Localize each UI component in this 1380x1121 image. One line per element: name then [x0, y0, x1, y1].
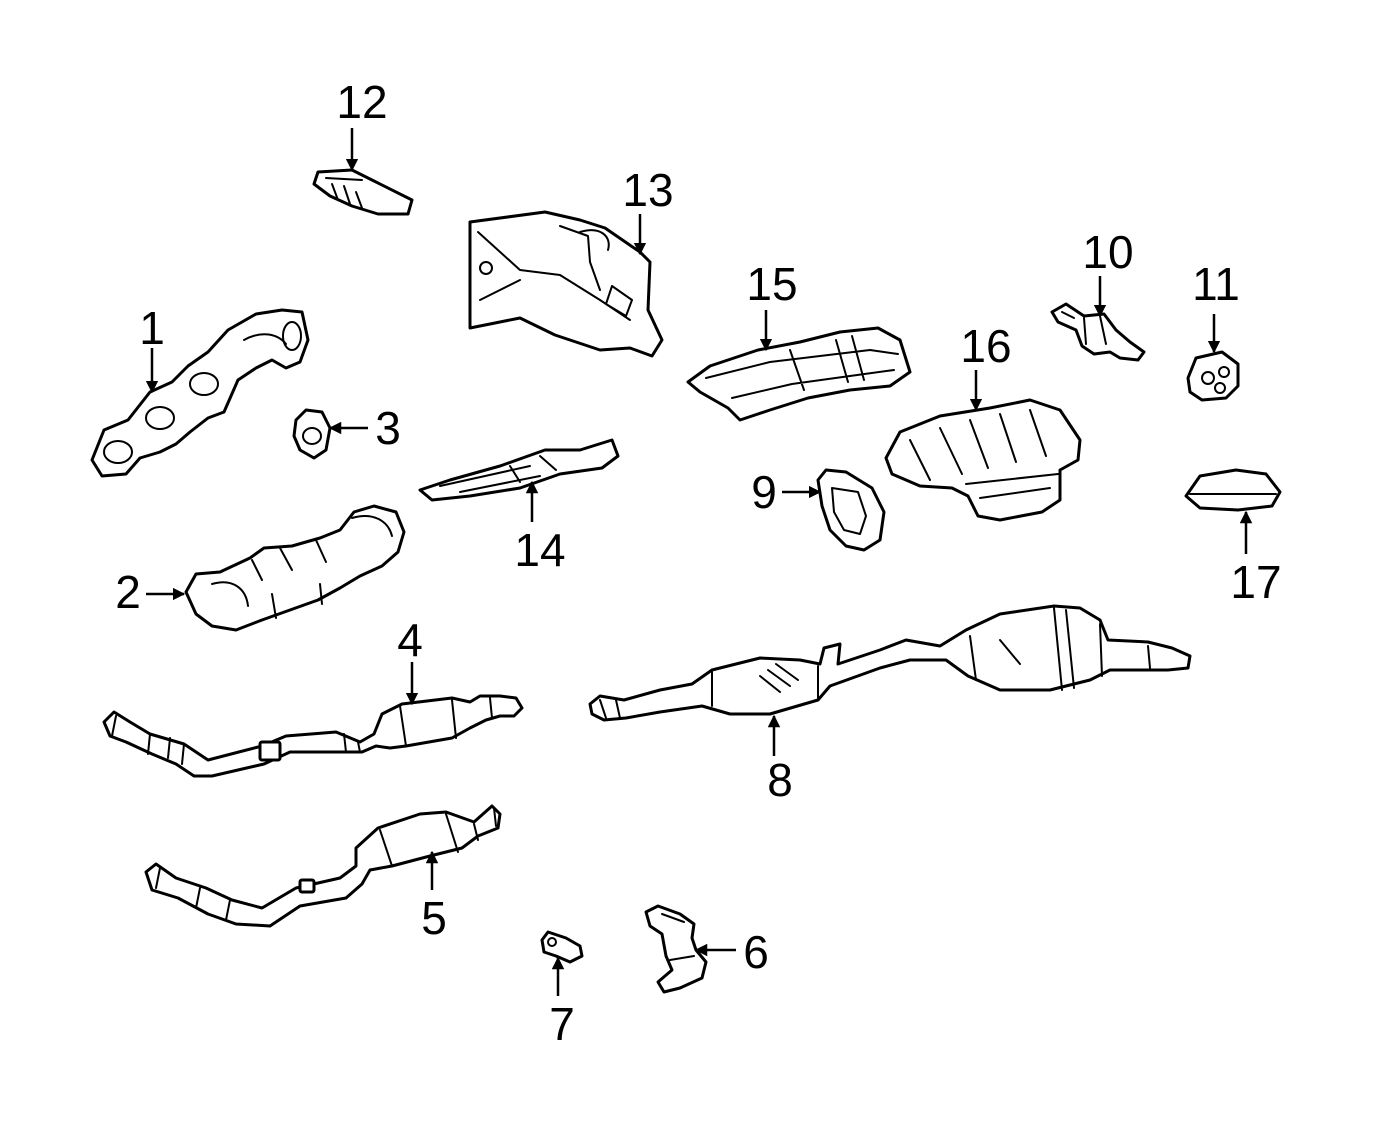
- callout-labels: 1 2 3 4 5 6 7 8 9 10 11 12 13 14 15 16 1…: [115, 76, 1281, 1050]
- part-17-exhaust-tip: [1184, 468, 1282, 512]
- part-3-gasket: [292, 408, 332, 460]
- part-16-heat-shield: [884, 398, 1082, 522]
- part-12-heat-shield: [312, 168, 414, 216]
- part-1-exhaust-manifold: [90, 308, 310, 478]
- callout-15: 15: [746, 258, 797, 310]
- part-8-rear-exhaust-system: [588, 604, 1192, 722]
- callout-7: 7: [549, 998, 575, 1050]
- part-13-heat-shield: [468, 210, 664, 358]
- callout-3: 3: [375, 402, 401, 454]
- callout-9: 9: [751, 466, 777, 518]
- callout-17: 17: [1230, 556, 1281, 608]
- callout-14: 14: [514, 524, 565, 576]
- part-2-exhaust-manifold: [184, 504, 406, 632]
- part-15-heat-shield: [686, 326, 912, 422]
- callout-16: 16: [960, 320, 1011, 372]
- part-6-bracket: [644, 904, 708, 994]
- callout-6: 6: [743, 926, 769, 978]
- callout-13: 13: [622, 164, 673, 216]
- callout-8: 8: [767, 754, 793, 806]
- leader-lines: [145, 128, 1253, 996]
- part-9-gasket: [816, 468, 886, 552]
- part-11-rubber-hanger: [1186, 350, 1240, 402]
- part-10-hanger-bracket: [1050, 302, 1146, 362]
- part-4-front-pipe-converter: [102, 694, 524, 778]
- callout-1: 1: [139, 302, 165, 354]
- part-14-heat-shield: [418, 438, 620, 502]
- callout-12: 12: [336, 76, 387, 128]
- callout-4: 4: [397, 614, 423, 666]
- part-7-clamp: [540, 930, 584, 964]
- callout-11: 11: [1192, 258, 1240, 310]
- callout-10: 10: [1082, 226, 1133, 278]
- callout-5: 5: [421, 892, 447, 944]
- part-5-front-pipe-converter: [144, 804, 502, 928]
- callout-2: 2: [115, 566, 141, 618]
